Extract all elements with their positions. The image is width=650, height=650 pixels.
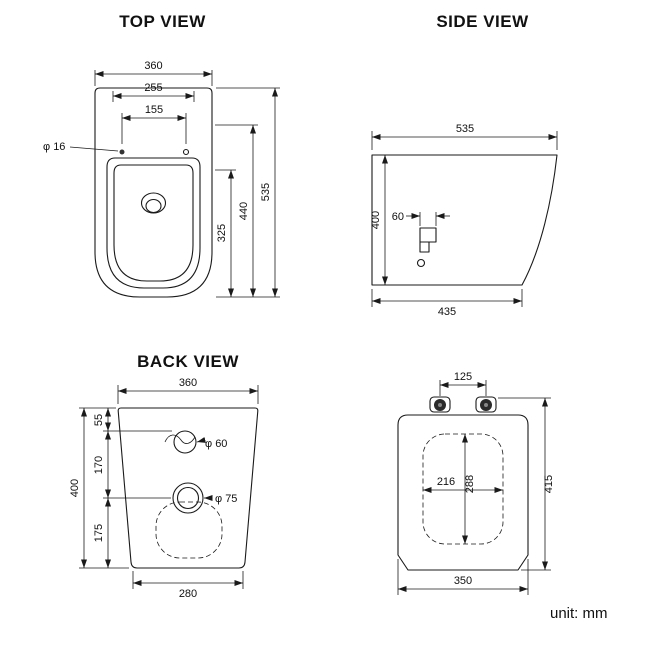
- flush-outlet-outer: [140, 192, 167, 214]
- dim-inner-width: 255: [112, 82, 195, 102]
- seat-mounting-hole-left: [119, 149, 125, 155]
- hidden-bowl-outline: [155, 501, 223, 559]
- dim-inlet-to-outlet-text: 170: [93, 456, 105, 474]
- dim-hinge-spacing-text: 125: [454, 371, 472, 383]
- dim-back-height: 400: [69, 408, 87, 568]
- fixing-hole: [416, 258, 426, 268]
- dim-overall-width: 360: [94, 60, 213, 86]
- dim-top-width: 360: [117, 377, 259, 404]
- label-outlet-diameter: φ 75: [204, 493, 237, 505]
- dim-bracket-width: 60: [392, 211, 450, 226]
- dim-inner-width-text: 255: [144, 82, 162, 94]
- toilet-profile-outline: [371, 154, 558, 286]
- dim-outlet-to-base-text: 175: [93, 524, 105, 542]
- hole-diameter-text: φ 16: [43, 141, 65, 153]
- dim-outlet-to-base: 175: [93, 498, 111, 568]
- dim-base-length: 435: [371, 289, 523, 318]
- dim-opening-length-text: 288: [464, 475, 476, 493]
- seat-view-drawing: 125 288 216 415 350: [397, 371, 555, 595]
- dim-depth-to-holes: 325: [215, 169, 236, 297]
- dim-overall-height: 400: [370, 155, 388, 285]
- seat-lid-outline: [397, 414, 529, 571]
- dim-inlet-offset-text: 55: [93, 414, 105, 426]
- bowl-rim-inner: [113, 164, 194, 282]
- mounting-bracket-step: [419, 241, 430, 253]
- dim-mid-depth-text: 440: [238, 202, 250, 220]
- dim-seat-overall-length: 415: [498, 397, 555, 571]
- outlet-diameter-text: φ 75: [215, 493, 237, 505]
- dim-bracket-width-text: 60: [392, 211, 404, 223]
- dim-inlet-to-outlet: 170: [93, 431, 111, 498]
- hidden-seat-opening: [422, 433, 504, 545]
- side-view-drawing: 535 400 60 435: [370, 123, 558, 318]
- side-view-title: SIDE VIEW: [436, 12, 529, 31]
- dim-seat-overall-width: 350: [397, 559, 529, 595]
- dim-depth-to-holes-text: 325: [216, 224, 228, 242]
- water-inlet-circle: [173, 430, 197, 454]
- dim-overall-length: 535: [371, 123, 558, 150]
- dim-overall-length-text: 535: [456, 123, 474, 135]
- dim-overall-height-text: 400: [370, 211, 382, 229]
- water-inlet-wave: [164, 434, 196, 444]
- dim-hinge-spacing: 125: [439, 371, 487, 396]
- toilet-back-outline: [117, 407, 259, 569]
- dim-mid-depth: 440: [215, 124, 258, 297]
- dim-overall-width-text: 360: [144, 60, 162, 72]
- dim-hole-spacing-text: 155: [145, 104, 163, 116]
- top-view-title: TOP VIEW: [119, 12, 206, 31]
- hinge-right: [475, 396, 497, 413]
- unit-label: unit: mm: [550, 605, 608, 622]
- hinge-left: [429, 396, 451, 413]
- dim-opening-width-text: 216: [437, 476, 455, 488]
- label-hole-diameter: φ 16: [43, 141, 119, 153]
- bowl-rim-outer: [106, 157, 201, 289]
- waste-outlet-outer: [172, 482, 204, 514]
- dim-overall-depth-text: 535: [260, 183, 272, 201]
- waste-outlet-inner: [176, 486, 200, 510]
- seat-mounting-hole-right: [182, 148, 190, 156]
- dim-bottom-width: 280: [132, 571, 244, 600]
- back-view-drawing: φ 60 φ 75 55 170 175 400: [69, 377, 259, 600]
- dim-seat-overall-width-text: 350: [454, 575, 472, 587]
- dim-opening-width: 216: [423, 476, 503, 493]
- label-inlet-diameter: φ 60: [196, 437, 227, 450]
- mounting-bracket-outline: [419, 227, 437, 243]
- toilet-body-outline: [94, 87, 213, 298]
- dim-opening-length: 288: [462, 434, 476, 544]
- dim-seat-overall-length-text: 415: [543, 475, 555, 493]
- dim-base-length-text: 435: [438, 306, 456, 318]
- dim-top-width-text: 360: [179, 377, 197, 389]
- dim-overall-depth: 535: [216, 87, 280, 297]
- dim-inlet-offset: 55: [93, 408, 111, 431]
- dim-hole-spacing: 155: [121, 104, 187, 144]
- inlet-diameter-text: φ 60: [205, 438, 227, 450]
- flush-outlet-inner: [145, 198, 162, 214]
- back-view-title: BACK VIEW: [137, 352, 239, 371]
- dim-bottom-width-text: 280: [179, 588, 197, 600]
- top-view-drawing: 360 255 155 φ 16 325 44: [43, 60, 280, 298]
- dim-back-height-text: 400: [69, 479, 81, 497]
